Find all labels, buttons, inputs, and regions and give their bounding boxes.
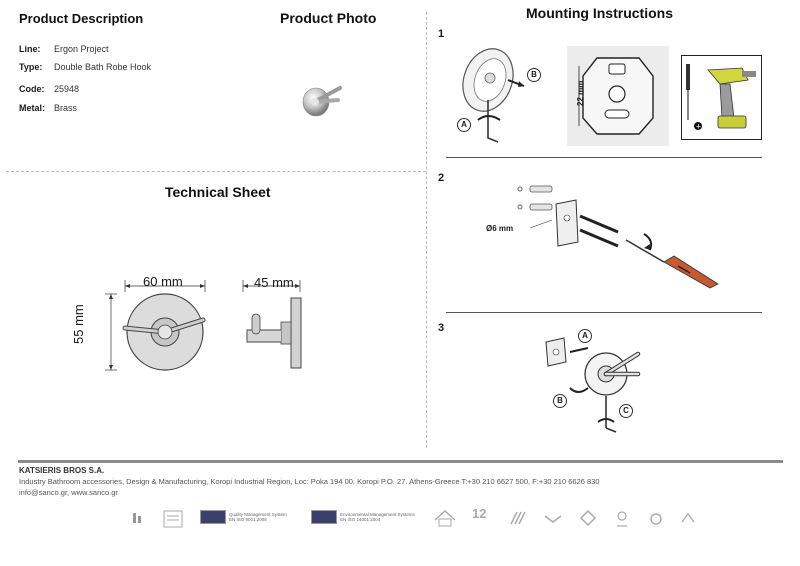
- mounting-instructions-title: Mounting Instructions: [526, 5, 673, 21]
- hellenic-product-logo: [133, 513, 141, 523]
- desc-label: Code:: [19, 84, 45, 94]
- step-1-base-drawing: [462, 48, 525, 143]
- desc-label: Line:: [19, 44, 41, 54]
- warranty-years-badge: 12: [472, 506, 487, 521]
- circle-logo: [650, 513, 662, 525]
- warranty-badge-logo: [163, 510, 183, 528]
- step-3-label-b: B: [553, 394, 567, 408]
- desc-value: 25948: [54, 84, 80, 94]
- screwdriver-drill-icon: +: [686, 64, 756, 131]
- recycle-logo: [681, 512, 695, 523]
- desc-row-metal: Metal: Brass: [19, 103, 77, 113]
- eu-flag-icon: [200, 510, 226, 524]
- desc-row-type: Type: Double Bath Robe Hook: [19, 62, 151, 72]
- product-photo-title: Product Photo: [280, 10, 377, 26]
- step-2-number: 2: [438, 172, 445, 184]
- desc-label: Metal:: [19, 103, 46, 113]
- footer-bar: [18, 460, 783, 463]
- technical-drawing: [105, 280, 302, 371]
- footer-company-name: KATSIERIS BROS S.A.: [19, 466, 105, 475]
- house-logo: [434, 509, 456, 527]
- water-wave-logo: [544, 515, 562, 523]
- desc-value: Ergon Project: [54, 44, 109, 54]
- iso-9001-cert: Quality Management System EN ISO 9001:20…: [200, 510, 287, 524]
- step-1-bracket-drawing: [567, 46, 669, 146]
- step-1-label-a: A: [457, 118, 471, 132]
- step-divider: [446, 312, 762, 313]
- step-1-number: 1: [438, 28, 445, 40]
- technical-sheet-title: Technical Sheet: [165, 184, 271, 200]
- step-3-number: 3: [438, 322, 445, 334]
- stripes-logo: [510, 511, 526, 525]
- step-1-tools-box: +: [681, 55, 762, 140]
- product-description-title: Product Description: [19, 11, 144, 26]
- step-2-dimension-label: Ø6 mm: [486, 224, 514, 233]
- section-divider-vertical: [426, 12, 427, 448]
- desc-row-code: Code: 25948: [19, 84, 79, 94]
- product-photo-image: [302, 86, 342, 117]
- footer-address: Industry Bathroom accessories, Design & …: [19, 477, 600, 486]
- step-3-label-c: C: [619, 404, 633, 418]
- iso-14001-cert: Environmental Management Systems EN ISO …: [311, 510, 415, 524]
- step-1-dimension-label: 22 mm: [576, 80, 585, 106]
- footer-contact: info@sanco.gr, www.sanco.gr: [19, 488, 118, 497]
- step-3-drawing: [545, 337, 641, 433]
- eu-flag-icon: [311, 510, 337, 524]
- height-dimension-label: 55 mm: [71, 304, 86, 344]
- desc-label: Type:: [19, 62, 43, 72]
- side-view-drawing: [242, 280, 302, 369]
- desc-value: Brass: [54, 103, 78, 113]
- desc-row-line: Line: Ergon Project: [19, 44, 109, 54]
- step-3-label-a: A: [578, 329, 592, 343]
- desc-value: Double Bath Robe Hook: [54, 62, 152, 72]
- sun-logo: [617, 511, 627, 527]
- section-divider-horizontal: [6, 171, 426, 172]
- step-2-drawing: [517, 185, 719, 289]
- iso-9001-text: Quality Management System EN ISO 9001:20…: [229, 512, 287, 522]
- step-1-label-b: B: [527, 68, 541, 82]
- diamond-logo: [579, 509, 597, 527]
- width-dimension-label: 60 mm: [143, 274, 183, 289]
- front-view-drawing: [105, 280, 206, 371]
- iso-14001-text: Environmental Management Systems EN ISO …: [340, 512, 415, 522]
- step-divider: [446, 157, 762, 158]
- svg-text:+: +: [696, 123, 702, 131]
- depth-dimension-label: 45 mm: [254, 275, 294, 290]
